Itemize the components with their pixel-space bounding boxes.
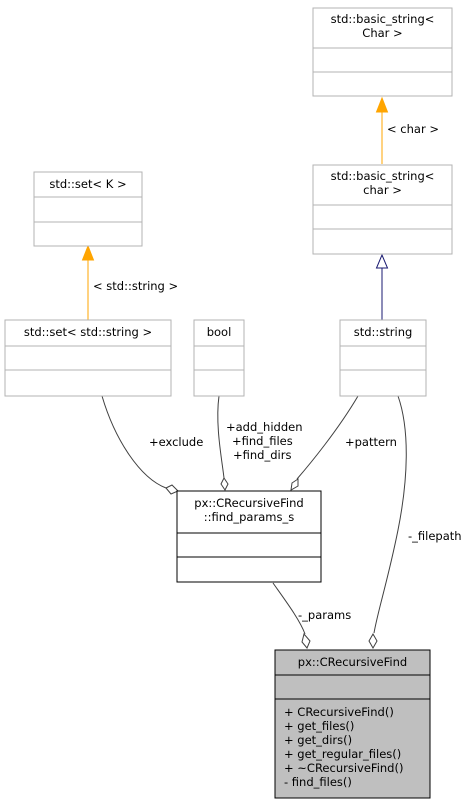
edge-label-pattern: +pattern	[345, 435, 397, 449]
association-edge-bool	[217, 395, 225, 479]
association-edge-exclude	[101, 395, 167, 489]
edge-label-char-template: < char >	[387, 122, 439, 136]
aggregation-diamond-pattern	[290, 478, 299, 491]
class-bool[interactable]: bool	[193, 319, 245, 397]
template-arrowhead-string	[81, 244, 95, 261]
edge-label-find-dirs: +find_dirs	[233, 448, 291, 462]
method-get-regular-files: + get_regular_files()	[284, 747, 401, 761]
edge-label-filepath: -_filepath	[408, 529, 462, 543]
method-find-files: - find_files()	[284, 775, 352, 789]
association-edge-params	[272, 582, 306, 635]
aggregation-diamond-params	[301, 632, 311, 649]
class-basic-string-char-name-2: char >	[363, 183, 402, 197]
method-get-dirs: + get_dirs()	[284, 733, 352, 747]
edge-label-exclude: +exclude	[149, 435, 203, 449]
edge-label-string-template: < std::string >	[93, 279, 178, 293]
class-find-params-name-2: ::find_params_s	[204, 510, 294, 524]
class-find-params[interactable]: px::CRecursiveFind ::find_params_s	[176, 490, 322, 583]
association-edge-filepath	[373, 395, 407, 634]
class-set-template[interactable]: std::set< K >	[33, 171, 143, 247]
class-crecursivefind-name: px::CRecursiveFind	[298, 655, 407, 669]
class-basic-string-template[interactable]: std::basic_string< Char >	[312, 7, 453, 97]
class-crecursivefind[interactable]: px::CRecursiveFind + CRecursiveFind() + …	[274, 649, 431, 799]
class-std-string[interactable]: std::string	[339, 319, 427, 397]
aggregation-diamond-filepath	[368, 632, 378, 650]
class-set-template-name: std::set< K >	[49, 177, 126, 191]
class-bool-name: bool	[207, 325, 232, 339]
class-find-params-name-1: px::CRecursiveFind	[194, 496, 303, 510]
class-set-string[interactable]: std::set< std::string >	[4, 319, 172, 397]
template-arrowhead-char	[375, 96, 389, 113]
edge-label-find-files: +find_files	[232, 434, 293, 448]
method-get-files: + get_files()	[284, 719, 354, 733]
class-basic-string-template-name-1: std::basic_string<	[331, 12, 435, 26]
inheritance-arrowhead-string	[375, 253, 389, 269]
edge-label-add-hidden: +add_hidden	[226, 420, 302, 434]
class-basic-string-char-name-1: std::basic_string<	[331, 169, 435, 183]
method-constructor: + CRecursiveFind()	[284, 705, 394, 719]
method-destructor: + ~CRecursiveFind()	[284, 761, 403, 775]
association-edge-pattern	[296, 395, 359, 480]
aggregation-diamond-bool	[220, 477, 229, 491]
class-std-string-name: std::string	[354, 325, 413, 339]
edge-label-params: -_params	[298, 608, 351, 622]
class-basic-string-char[interactable]: std::basic_string< char >	[312, 164, 453, 255]
class-basic-string-template-name-2: Char >	[362, 26, 402, 40]
class-set-string-name: std::set< std::string >	[24, 325, 152, 339]
aggregation-diamond-exclude	[165, 484, 179, 495]
